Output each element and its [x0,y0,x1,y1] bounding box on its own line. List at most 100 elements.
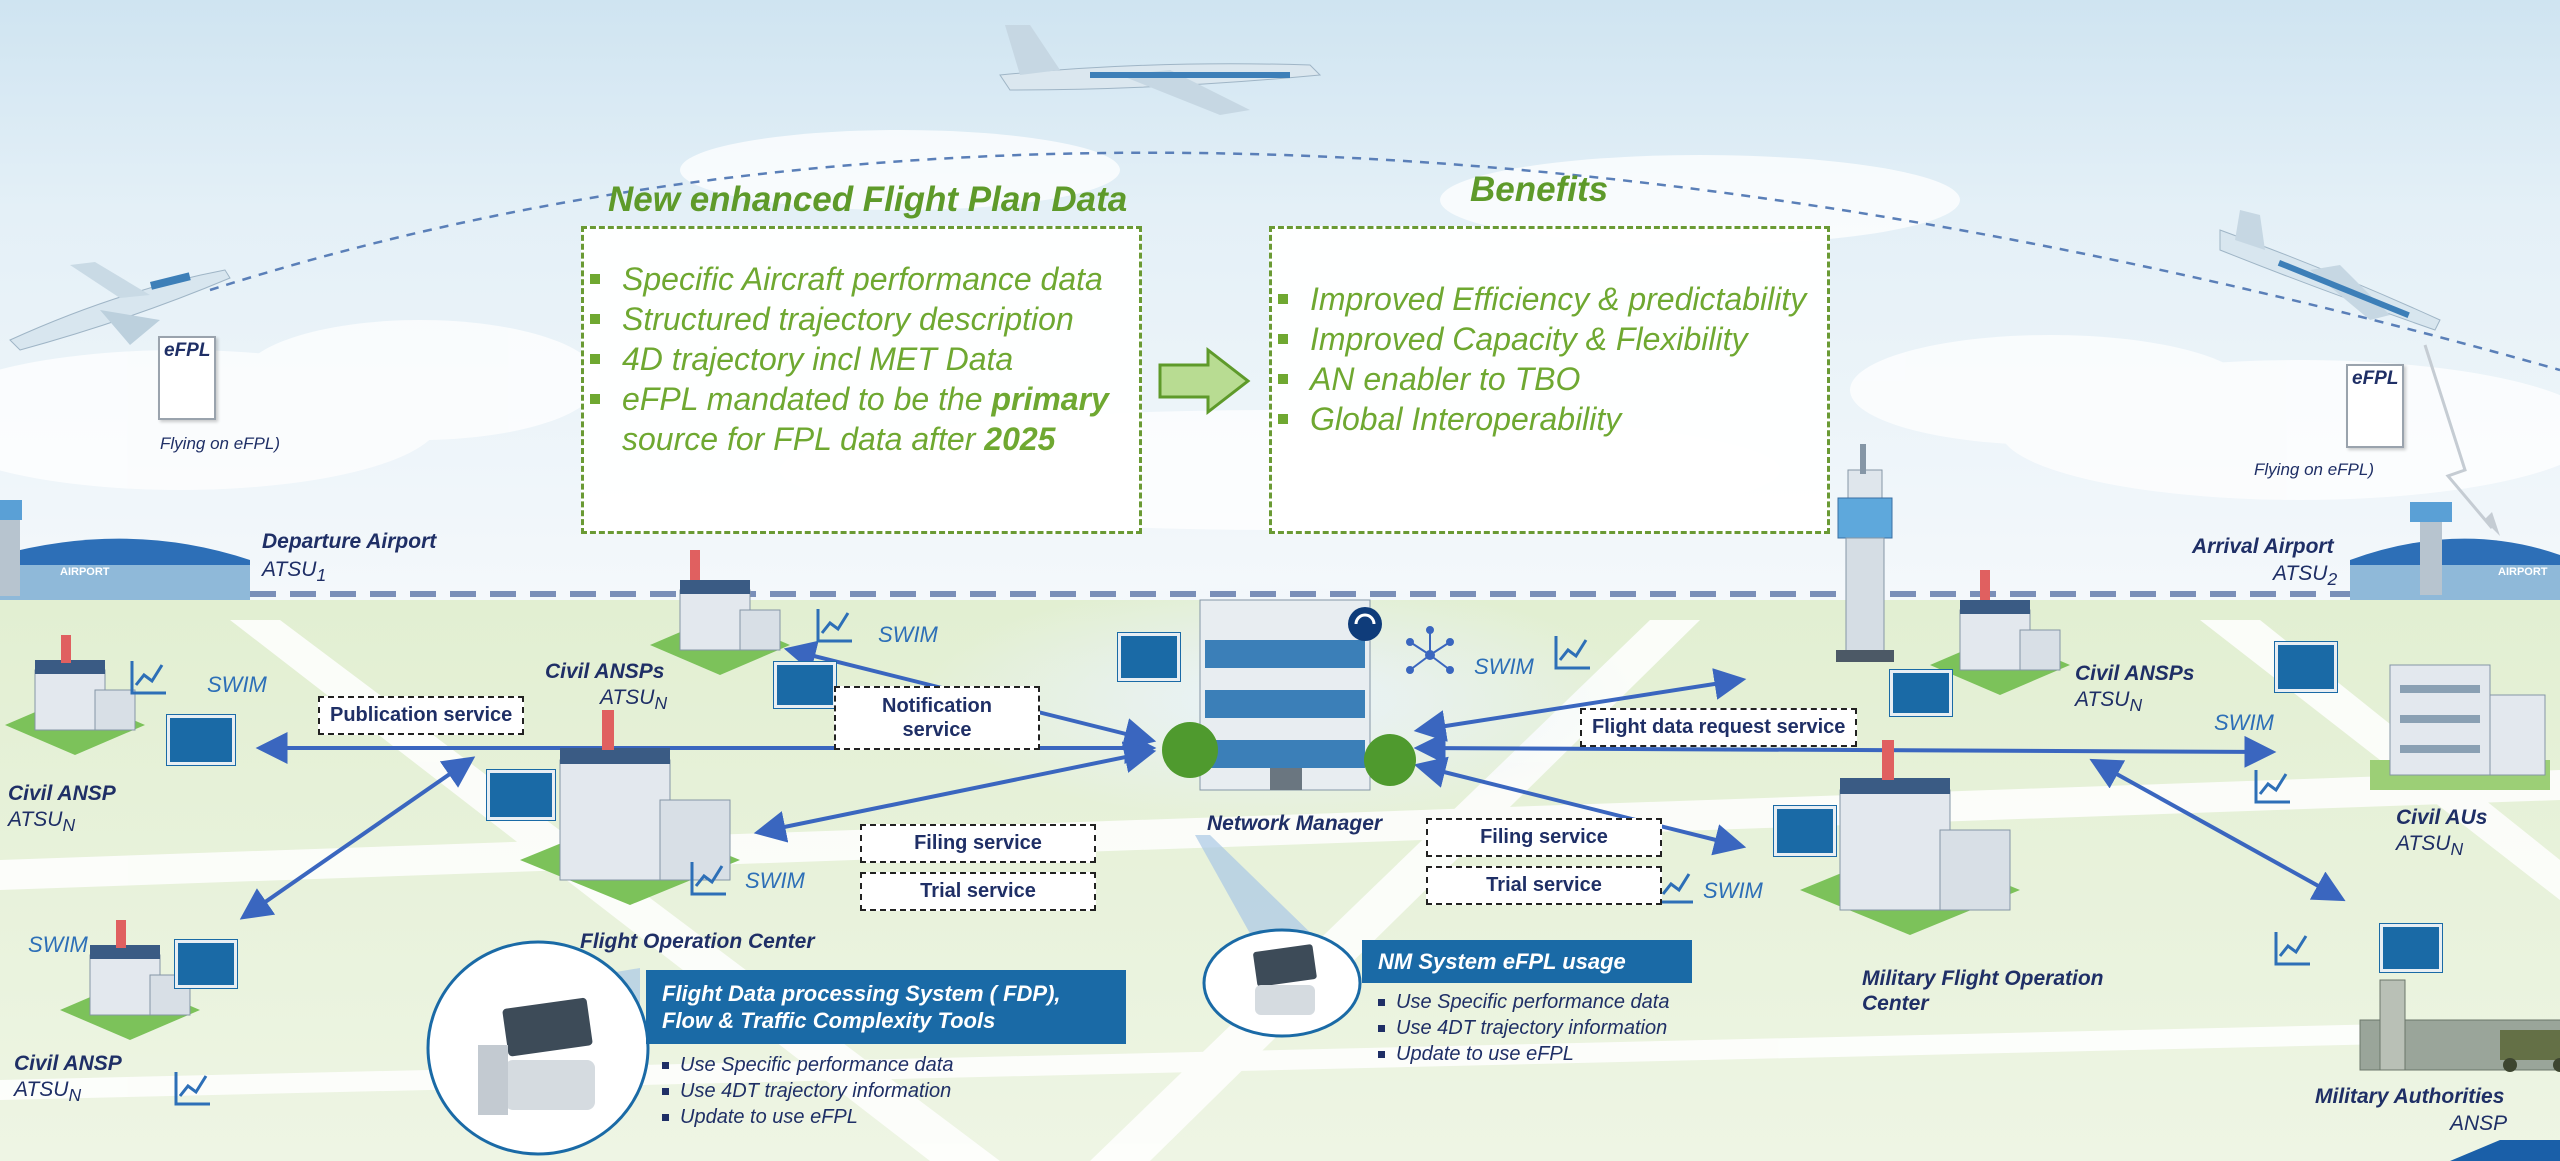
atsu-text: ATSU [2273,562,2328,585]
flight-data-request-service-box: Flight data request service [1580,708,1858,747]
monitor-icon [2275,642,2337,692]
publication-service-box: Publication service [318,696,525,735]
chart-icon [174,1072,210,1106]
nm-panel: NM System eFPL usage Use Specific perfor… [1362,940,1692,1067]
flying-caption-right: Flying on eFPL) [2254,460,2374,479]
flight-operation-center-building-icon [520,710,740,905]
atsu-text: ATSU [600,686,655,709]
network-manager-building-icon [1162,599,1416,791]
item-text: eFPL mandated to be the [622,381,992,417]
civil-ansps-right-atsu: ATSUN [2075,688,2142,716]
enhanced-fpl-title: New enhanced Flight Plan Data [608,180,1128,219]
military-foc-label: Military Flight Operation Center [1862,967,2104,1015]
civil-ansp-bottom-building-icon [60,920,200,1040]
item-text: source for FPL data after [622,421,985,457]
benefits-box: Improved Efficiency & predictability Imp… [1269,226,1830,534]
civil-ansps-right-label: Civil ANSPs [2075,662,2195,685]
swim-label: SWIM [28,932,88,957]
chart-icon [690,862,726,896]
fdp-panel-title: Flight Data processing System ( FDP), Fl… [646,970,1126,1044]
atsu-text: ATSU [262,558,317,581]
civil-aus-atsu: ATSUN [2396,832,2463,860]
civil-ansps-center-label: Civil ANSPs [545,660,665,683]
arrival-airport-label: Arrival Airport [2192,535,2334,558]
fdp-workstation-icon [426,940,650,1156]
swim-label: SWIM [745,868,805,893]
enhanced-fpl-item: Structured trajectory description [584,299,1139,339]
monitor-icon [1890,670,1952,716]
civil-ansps-right-building-icon [1930,570,2070,695]
enhanced-fpl-item: Specific Aircraft performance data [584,259,1139,299]
civil-ansp-bottom-atsu: ATSUN [14,1078,81,1106]
departure-airport-icon [0,500,250,600]
flight-operation-center-label: Flight Operation Center [580,930,815,953]
atsu-sub: N [2450,839,2464,860]
notification-service-box: Notification service [834,686,1040,750]
flying-caption-left: Flying on eFPL) [160,434,280,453]
airport-sign-right: AIRPORT [2498,566,2548,578]
chart-icon [2254,770,2290,804]
enhanced-fpl-list: Specific Aircraft performance data Struc… [584,259,1139,459]
military-authorities-ansp: ANSP [2450,1112,2508,1135]
atsu-sub: 2 [2327,569,2338,590]
corner-logo-icon [2450,1140,2560,1161]
fdp-panel: Flight Data processing System ( FDP), Fl… [646,970,1126,1130]
departure-atsu: ATSU1 [262,558,326,586]
military-authorities-label: Military Authorities [2315,1085,2505,1108]
atsu-sub: N [68,1085,82,1106]
benefits-title: Benefits [1470,170,1609,209]
chart-icon [816,609,852,643]
network-manager-label: Network Manager [1207,812,1383,835]
fdp-panel-item: Update to use eFPL [658,1104,1126,1130]
efpl-doc-label: eFPL [2352,368,2399,389]
nm-panel-title: NM System eFPL usage [1362,940,1692,983]
atsu-sub: N [2129,695,2143,716]
airplane-left-icon [9,262,231,351]
fdp-panel-item: Use 4DT trajectory information [658,1078,1126,1104]
swim-label: SWIM [207,672,267,697]
benefits-list: Improved Efficiency & predictability Imp… [1272,279,1827,439]
monitor-icon [1118,633,1180,681]
chart-icon [1554,636,1590,670]
efpl-document-left-icon: eFPL [158,336,216,420]
item-bold: 2025 [984,421,1056,457]
swim-label: SWIM [878,622,938,647]
monitor-icon [487,770,555,820]
airplane-right-icon [2219,210,2441,331]
benefit-item: AN enabler to TBO [1272,359,1827,399]
nm-panel-item: Update to use eFPL [1374,1041,1692,1067]
swim-label: SWIM [1474,654,1534,679]
benefits-arrow-icon [1158,346,1251,416]
nm-panel-item: Use 4DT trajectory information [1374,1015,1692,1041]
trial-service-right-box: Trial service [1426,866,1662,905]
civil-aus-building-icon [2370,664,2550,790]
civil-ansps-center-building-icon [650,550,790,675]
monitor-icon [2380,924,2442,972]
monitor-icon [167,715,235,765]
filing-service-left-box: Filing service [860,824,1096,863]
flight-path [209,151,2560,372]
eurocontrol-logo-icon [1348,607,1382,641]
civil-ansps-center-atsu: ATSUN [600,686,667,714]
civil-ansp-left-label: Civil ANSP [8,782,116,805]
enhanced-fpl-box: Specific Aircraft performance data Struc… [581,226,1142,534]
atsu-sub: 1 [316,565,327,586]
atsu-sub: N [654,693,668,714]
swim-label: SWIM [1703,878,1763,903]
trial-service-left-box: Trial service [860,872,1096,911]
nm-workstation-icon [1202,928,1362,1038]
civil-aus-label: Civil AUs [2396,806,2488,829]
fdp-panel-list: Use Specific performance data Use 4DT tr… [658,1052,1126,1130]
arrival-airport-icon [2350,502,2560,600]
airplane-top-icon [999,25,1322,115]
departure-airport-label: Departure Airport [262,530,437,553]
monitor-icon [1774,806,1836,856]
benefit-item: Global Interoperability [1272,399,1827,439]
nm-panel-list: Use Specific performance data Use 4DT tr… [1374,989,1692,1067]
chart-icon [2274,932,2310,966]
swim-label: SWIM [2214,710,2274,735]
benefit-item: Improved Capacity & Flexibility [1272,319,1827,359]
military-foc-building-icon [1800,740,2020,935]
